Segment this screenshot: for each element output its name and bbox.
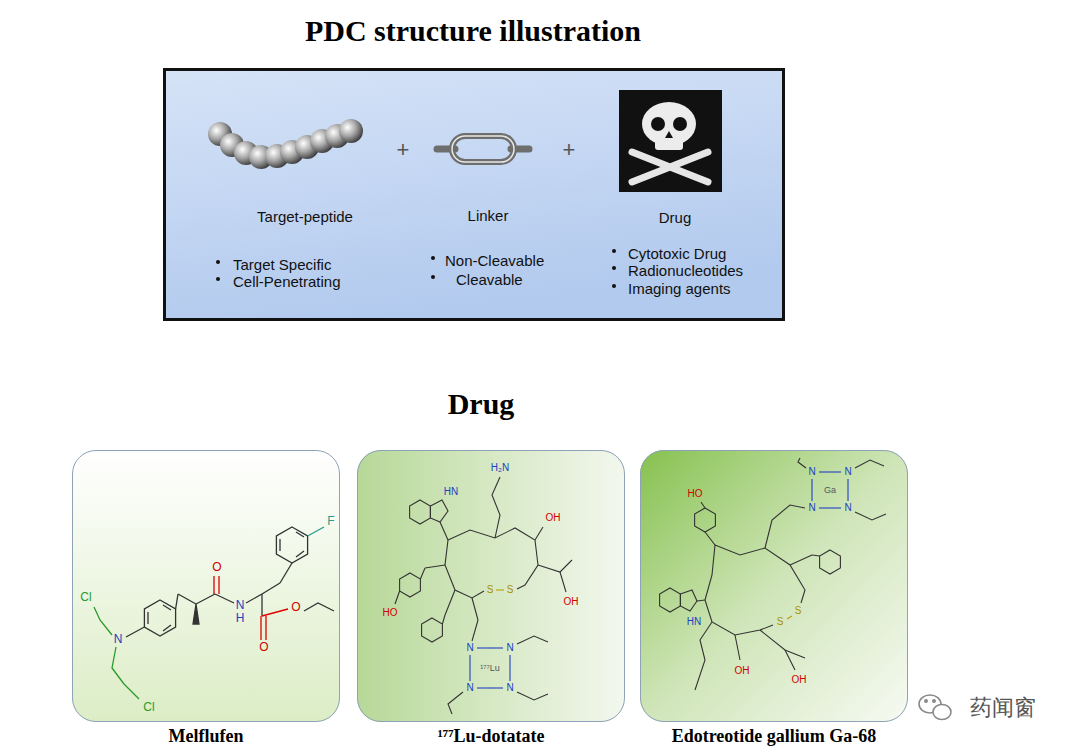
component-label: Drug (659, 209, 692, 226)
bullet-dot (431, 275, 435, 279)
bullet-dot (612, 266, 616, 270)
atom-label: HO (383, 607, 398, 619)
watermark-text: 药闻窗 (970, 695, 1036, 720)
plus-sign: + (563, 137, 576, 162)
atom-label: S (507, 584, 514, 596)
atom-label: N (466, 682, 473, 694)
atom-label: OH (792, 674, 807, 686)
bullet-item: Target Specific (233, 256, 331, 273)
atom-label: Cl (143, 701, 154, 715)
bullet-dot (612, 284, 616, 288)
atom-label: O (291, 601, 300, 615)
plus-sign: + (397, 137, 410, 162)
atom-label: H (236, 612, 245, 626)
bullet-dot (216, 277, 220, 281)
atom-label: HN (444, 486, 458, 498)
bullet-item: Cleavable (456, 271, 523, 288)
atom-label: N (114, 633, 123, 647)
atom-label: H₂N (491, 462, 509, 474)
atom-label: OH (546, 512, 561, 524)
bullet-dot (431, 256, 435, 260)
section-heading: Drug (448, 387, 515, 422)
atom-label: OH (564, 596, 579, 608)
bullet-item: Imaging agents (628, 280, 731, 297)
edotreotide-structure (660, 458, 886, 690)
linker-chain (437, 136, 529, 162)
pdc-panel: Target-peptideTarget SpecificCell-Penetr… (163, 68, 785, 321)
atom-label: OH (735, 665, 750, 677)
drug-panel: Melflufen (72, 450, 340, 722)
drug-caption: ¹⁷⁷Lu-dotatate (437, 726, 544, 747)
atom-label: N (506, 682, 513, 694)
skull-image (619, 90, 722, 192)
atom-label: O (212, 561, 221, 575)
melflufen-structure (94, 527, 334, 699)
atom-label: N (236, 599, 245, 613)
atom-label: F (327, 515, 334, 529)
bullet-item: Radionucleotides (628, 262, 743, 279)
atom-label: N (844, 466, 851, 478)
bullet-item: Cell-Penetrating (233, 273, 341, 290)
atom-label: N (808, 502, 815, 514)
atom-label: ¹⁷⁷Lu (480, 663, 500, 673)
bullet-item: Cytotoxic Drug (628, 245, 726, 262)
component-label: Target-peptide (257, 208, 353, 225)
peptide-beads (208, 119, 363, 169)
atom-label: N (808, 466, 815, 478)
atom-label: Ga (824, 485, 836, 495)
atom-label: S (487, 584, 494, 596)
atom-label: HN (687, 616, 701, 628)
drug-caption: Edotreotide gallium Ga-68 (672, 726, 877, 747)
wechat-icon (919, 695, 951, 720)
atom-label: O (259, 641, 268, 655)
atom-label: N (506, 642, 513, 654)
bullet-item: Non-Cleavable (445, 252, 544, 269)
atom-label: Cl (80, 591, 91, 605)
bullet-dot (612, 249, 616, 253)
atom-label: S (777, 616, 784, 628)
atom-label: S (795, 605, 802, 617)
atom-label: N (844, 502, 851, 514)
dotatate-structure (395, 477, 572, 714)
drug-panel: Edotreotide gallium Ga-68 (640, 450, 908, 722)
component-label: Linker (468, 207, 509, 224)
diagram-title: PDC structure illustration (305, 14, 641, 49)
atom-label: HO (688, 488, 703, 500)
bullet-dot (216, 260, 220, 264)
drug-caption: Melflufen (169, 726, 244, 747)
atom-label: N (466, 642, 473, 654)
